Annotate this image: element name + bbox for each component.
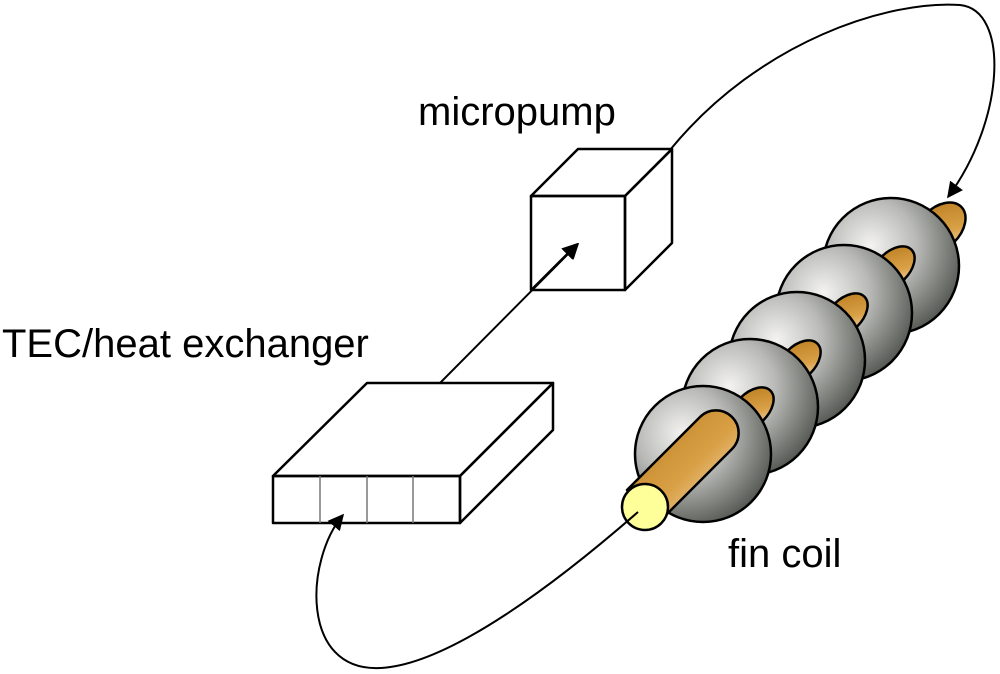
heat-exchanger-label: TEC/heat exchanger [2, 322, 369, 366]
flow-pump-to-coil [669, 3, 996, 199]
flow-into-pump-arrow [530, 242, 579, 291]
flow-coil-to-hx [315, 511, 639, 670]
fin-coil [620, 196, 967, 532]
micropump-label: micropump [418, 90, 616, 134]
fin-coil-label: fin coil [728, 532, 841, 576]
tube-front-end [620, 482, 670, 532]
heat-exchanger-slab [271, 381, 555, 525]
